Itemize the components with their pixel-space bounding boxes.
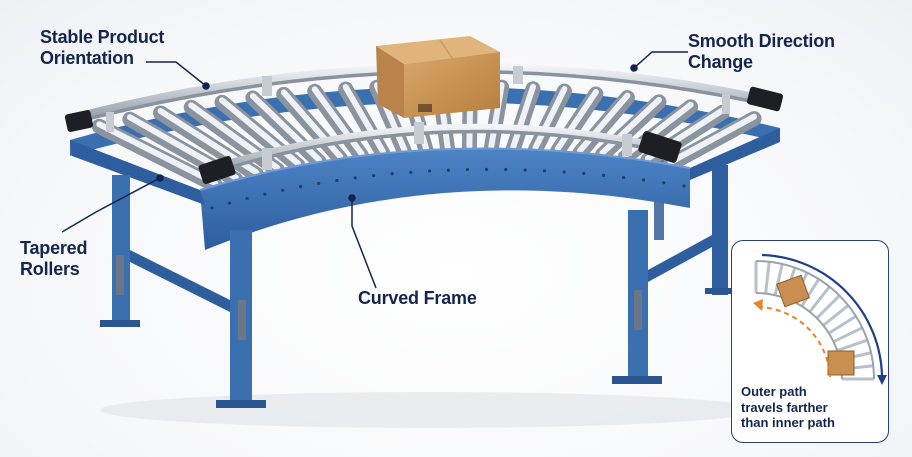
tapered-roller-highlight [342, 83, 386, 155]
frame-bolt [662, 181, 666, 185]
callout-stable-product-orientation: Stable Product Orientation [40, 27, 164, 69]
outer-path-arrow-icon [761, 253, 887, 385]
front-legs [100, 175, 712, 408]
tapered-roller-highlight [554, 89, 599, 152]
frame-bolt [682, 184, 686, 188]
inset-roller [836, 338, 868, 353]
inset-roller [773, 263, 784, 296]
inset-roller-track [754, 261, 874, 381]
inset-diagram [753, 253, 887, 385]
cardboard-box-icon [376, 36, 500, 118]
outer-frame-rail [70, 86, 780, 156]
callout-stable-line1: Stable Product [40, 27, 165, 47]
inset-roller [808, 285, 831, 313]
frame-bolt [602, 173, 606, 177]
frame-bolt [542, 169, 547, 173]
frame-bolt [281, 188, 285, 192]
tapered-roller-highlight [311, 86, 365, 157]
tapered-roller-highlight [280, 89, 344, 160]
curved-frame [199, 147, 691, 250]
tapered-roller-highlight [599, 96, 662, 156]
frame-bolt [465, 167, 470, 172]
callout-smooth-line2: Change [688, 52, 753, 72]
frame-bolt [484, 167, 489, 171]
callout-curved-line1: Curved Frame [358, 288, 477, 308]
frame-bolt [523, 168, 527, 172]
callout-smooth-direction-change: Smooth Direction Change [688, 31, 835, 73]
frame-bolt [263, 192, 267, 196]
callout-stable-line2: Orientation [40, 48, 134, 68]
frame-bolt [227, 201, 232, 205]
callout-leader-lines [61, 51, 688, 289]
tapered-roller-highlight [532, 86, 568, 151]
floor-shadow [100, 392, 760, 428]
right-frame-end [690, 128, 780, 180]
callout-tapered-line2: Rollers [20, 259, 80, 279]
inset-roller [764, 261, 771, 294]
frame-bolt [317, 181, 321, 185]
frame-bolt [582, 171, 586, 176]
path-length-inset: Outer path travels farther than inner pa… [731, 240, 889, 443]
frame-bolt [299, 185, 303, 189]
left-frame-end [70, 140, 205, 205]
frame-bolt [562, 170, 566, 174]
callout-smooth-line1: Smooth Direction [688, 31, 835, 51]
inset-box-top [776, 274, 810, 308]
frame-bolt [390, 172, 394, 176]
inset-box-bottom [827, 350, 855, 376]
tapered-roller-highlight [667, 113, 758, 166]
callout-tapered-line1: Tapered [20, 238, 88, 258]
frame-bolt [245, 196, 249, 201]
inset-roller [832, 326, 863, 344]
inset-caption: Outer path travels farther than inner pa… [741, 384, 881, 431]
inset-roller [822, 304, 850, 327]
tapered-roller-highlight [577, 92, 631, 154]
frame-bolt [409, 170, 413, 174]
tapered-roller-highlight [96, 121, 219, 187]
frame-bolt [446, 168, 451, 172]
callout-tapered-rollers: Tapered Rollers [20, 238, 87, 280]
frame-bolt [504, 167, 508, 172]
inset-caption-line3: than inner path [741, 415, 835, 430]
inner-guard-rail [198, 122, 682, 184]
inset-caption-line2: travels farther [741, 399, 828, 415]
inner-path-arrow-icon [753, 299, 831, 378]
inset-caption-line1: Outer path [741, 384, 807, 399]
frame-bolt [427, 169, 432, 173]
inset-roller [815, 294, 841, 320]
inset-roller [828, 314, 857, 335]
frame-bolt [372, 174, 376, 178]
callout-curved-frame: Curved Frame [358, 288, 477, 309]
inset-roller [800, 278, 821, 307]
tapered-roller-highlight [510, 83, 536, 150]
frame-bolt [641, 178, 646, 182]
frame-bolt [353, 176, 357, 180]
frame-bolt [335, 178, 339, 183]
frame-bolt [621, 175, 626, 180]
frame-bolt [210, 206, 214, 210]
